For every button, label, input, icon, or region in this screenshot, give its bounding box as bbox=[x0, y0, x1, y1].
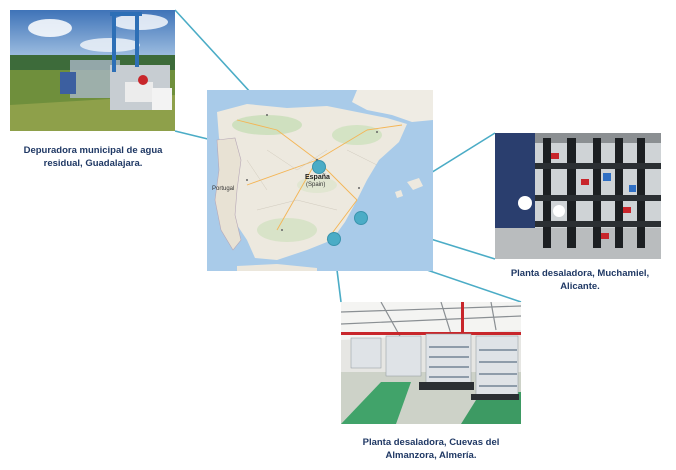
marker-almanzora bbox=[327, 232, 341, 246]
caption-almanzora: Planta desaladora, Cuevas del Almanzora,… bbox=[345, 436, 517, 462]
caption-almanzora-line1: Planta desaladora, Cuevas del bbox=[362, 437, 500, 448]
caption-muchamiel-line2: Alicante. bbox=[560, 281, 600, 292]
marker-muchamiel bbox=[354, 211, 368, 225]
photo-almanzora-plant bbox=[341, 302, 521, 424]
photo-muchamiel-plant bbox=[495, 133, 661, 259]
marker-guadalajara bbox=[312, 160, 326, 174]
map-spain bbox=[207, 90, 433, 271]
map-label-portugal: Portugal bbox=[212, 186, 235, 192]
caption-guadalajara: Depuradora municipal de agua residual, G… bbox=[8, 144, 178, 170]
caption-muchamiel: Planta desaladora, Muchamiel, Alicante. bbox=[496, 267, 664, 293]
caption-guadalajara-line2: residual, Guadalajara. bbox=[43, 158, 143, 169]
map-label-spain: (Spain) bbox=[306, 182, 326, 188]
photo-guadalajara-plant bbox=[10, 10, 175, 131]
caption-muchamiel-line1: Planta desaladora, Muchamiel, bbox=[510, 268, 650, 279]
caption-almanzora-line2: Almanzora, Almería. bbox=[385, 450, 477, 461]
caption-guadalajara-line1: Depuradora municipal de agua bbox=[23, 145, 163, 156]
map-label-espana: España bbox=[305, 174, 330, 181]
